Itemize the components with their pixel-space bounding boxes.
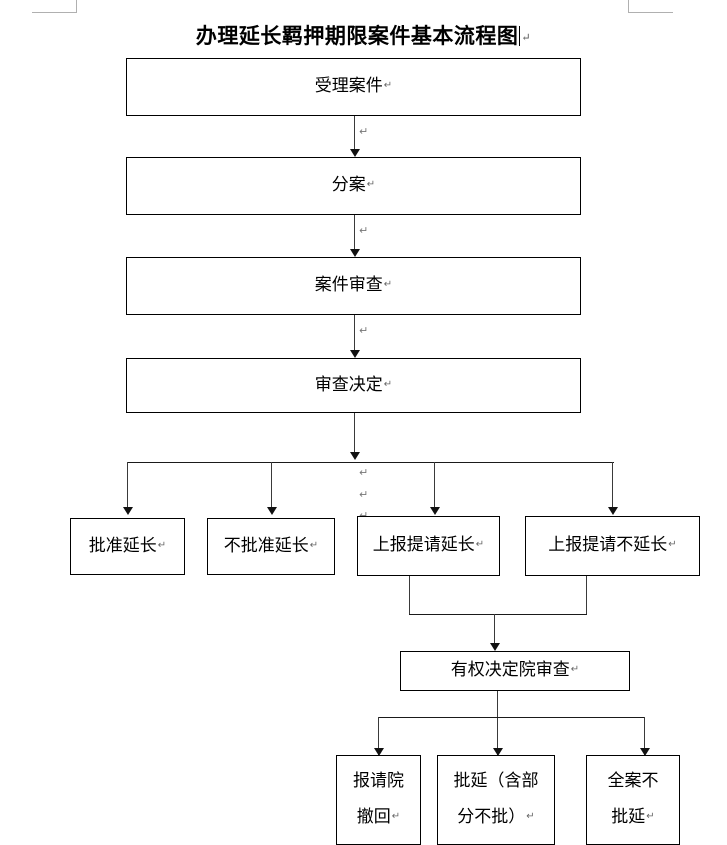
arrowhead-accept-to-assign-icon	[350, 149, 360, 157]
paragraph-mark: ↵	[668, 539, 677, 551]
connector-decision-to-approve	[127, 462, 129, 509]
connector-accept-to-assign	[354, 116, 356, 152]
paragraph-mark: ↵	[383, 80, 393, 92]
page-corner-mark-top-right-icon	[628, 0, 673, 13]
arrowhead-assign-to-review-icon	[350, 249, 360, 257]
node-case-review[interactable]: 案件审查↵	[126, 257, 581, 315]
connector-authorized-review-to-reject	[644, 717, 646, 756]
paragraph-mark: ↵	[526, 811, 535, 823]
node-whole-case-reject[interactable]: 全案不 批延↵	[586, 755, 680, 845]
node-review-decision[interactable]: 审查决定↵	[126, 358, 581, 413]
node-whole-case-reject-label-line2: 批延	[611, 807, 646, 828]
paragraph-mark: ↵	[359, 466, 369, 479]
node-approve-extend-label: 批准延长	[88, 535, 157, 556]
connector-decision-split-bar	[127, 462, 614, 464]
paragraph-mark: ↵	[366, 179, 376, 191]
node-case-review-label: 案件审查	[314, 275, 383, 296]
paragraph-mark: ↵	[383, 378, 393, 390]
connector-merge-bar	[409, 614, 587, 616]
node-accept-case-label: 受理案件	[314, 76, 383, 97]
node-review-decision-label: 审查决定	[314, 374, 383, 395]
page-title: 办理延长羁押期限案件基本流程图↵	[0, 20, 727, 50]
arrowhead-decision-to-not-approve-icon	[267, 507, 277, 515]
page-title-text: 办理延长羁押期限案件基本流程图	[195, 23, 519, 48]
node-assign-case[interactable]: 分案↵	[126, 157, 581, 215]
paragraph-mark: ↵	[359, 510, 368, 521]
node-report-request-extend-label: 上报提请延长	[372, 535, 475, 556]
node-report-request-extend[interactable]: 上报提请延长↵	[357, 516, 500, 576]
arrowhead-authorized-review-to-reject-icon	[640, 748, 650, 756]
connector-authorized-review-split-bar	[378, 717, 645, 719]
arrowhead-decision-to-report-not-extend-icon	[608, 507, 618, 515]
connector-decision-stem	[354, 413, 356, 455]
node-request-withdraw[interactable]: 报请院 撤回↵	[336, 755, 421, 845]
arrowhead-authorized-review-to-withdraw-icon	[374, 748, 384, 756]
node-request-withdraw-label-line2: 撤回	[356, 807, 391, 828]
paragraph-mark: ↵	[391, 811, 401, 823]
paragraph-mark: ↵	[646, 811, 655, 823]
connector-decision-to-report-extend	[434, 462, 436, 509]
connector-assign-to-review	[354, 215, 356, 252]
connector-report-extend-down	[409, 576, 411, 615]
paragraph-mark: ↵	[157, 539, 167, 551]
node-approve-partial-label-line1: 批延（含部	[453, 771, 539, 792]
paragraph-mark: ↵	[359, 488, 369, 501]
page-corner-mark-top-left-icon	[32, 0, 77, 13]
arrowhead-review-to-decision-icon	[350, 350, 360, 358]
node-approve-extend[interactable]: 批准延长↵	[70, 518, 185, 575]
paragraph-mark: ↵	[359, 125, 369, 138]
connector-decision-to-not-approve	[271, 462, 273, 509]
node-not-approve-extend-label: 不批准延长	[223, 535, 309, 556]
paragraph-mark: ↵	[521, 31, 532, 44]
paragraph-mark: ↵	[475, 539, 485, 551]
text-caret	[519, 26, 521, 46]
connector-review-to-decision	[354, 315, 356, 353]
connector-report-not-extend-down	[586, 576, 588, 615]
connector-authorized-review-to-withdraw	[378, 717, 380, 756]
paragraph-mark: ↵	[359, 224, 369, 237]
node-accept-case[interactable]: 受理案件↵	[126, 58, 581, 116]
node-approve-partial[interactable]: 批延（含部 分不批）↵	[437, 755, 555, 845]
node-report-request-not-extend-label: 上报提请不延长	[548, 535, 668, 556]
node-assign-case-label: 分案	[331, 175, 366, 196]
arrowhead-decision-stem-icon	[350, 452, 360, 460]
arrowhead-merge-to-authorized-review-icon	[490, 643, 500, 651]
node-report-request-not-extend[interactable]: 上报提请不延长↵	[525, 516, 700, 576]
node-whole-case-reject-label-line1: 全案不	[607, 771, 659, 792]
arrowhead-decision-to-approve-icon	[123, 507, 133, 515]
paragraph-mark: ↵	[309, 539, 319, 551]
node-request-withdraw-label-line1: 报请院	[353, 771, 404, 792]
paragraph-mark: ↵	[570, 664, 580, 676]
connector-merge-to-authorized-review	[494, 614, 496, 646]
connector-decision-to-report-not-extend	[612, 462, 614, 509]
node-not-approve-extend[interactable]: 不批准延长↵	[207, 518, 335, 575]
node-authorized-court-review[interactable]: 有权决定院审查↵	[400, 651, 630, 691]
paragraph-mark: ↵	[383, 279, 393, 291]
node-approve-partial-label-line2: 分不批）	[457, 807, 526, 828]
paragraph-mark: ↵	[359, 324, 369, 337]
connector-authorized-review-stem	[497, 691, 499, 756]
arrowhead-authorized-review-center-icon	[493, 748, 503, 756]
node-authorized-court-review-label: 有权决定院审查	[450, 660, 570, 681]
arrowhead-decision-to-report-extend-icon	[430, 507, 440, 515]
